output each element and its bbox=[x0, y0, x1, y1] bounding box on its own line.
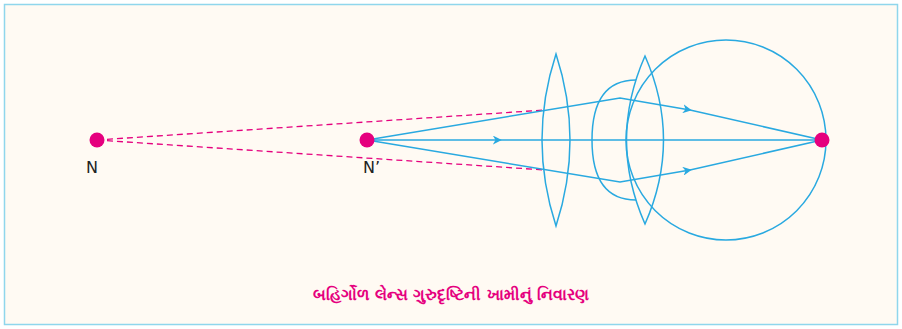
light-ray bbox=[367, 139, 500, 141]
light-ray bbox=[690, 140, 822, 170]
virtual-ray bbox=[97, 110, 545, 140]
light-ray bbox=[500, 139, 822, 141]
light-ray bbox=[367, 140, 690, 182]
retina-point bbox=[815, 133, 830, 148]
light-ray bbox=[367, 98, 690, 140]
point-label: N bbox=[86, 158, 98, 177]
object-point bbox=[90, 133, 105, 148]
point-label: N’ bbox=[363, 158, 380, 177]
light-ray bbox=[690, 110, 822, 140]
virtual-ray bbox=[97, 140, 545, 170]
caption: બહિર્ગોળ લેન્સ ગુરુદૃષ્ટિની ખામીનું નિવા… bbox=[313, 285, 589, 304]
near-point bbox=[360, 133, 375, 148]
frame bbox=[5, 5, 898, 325]
